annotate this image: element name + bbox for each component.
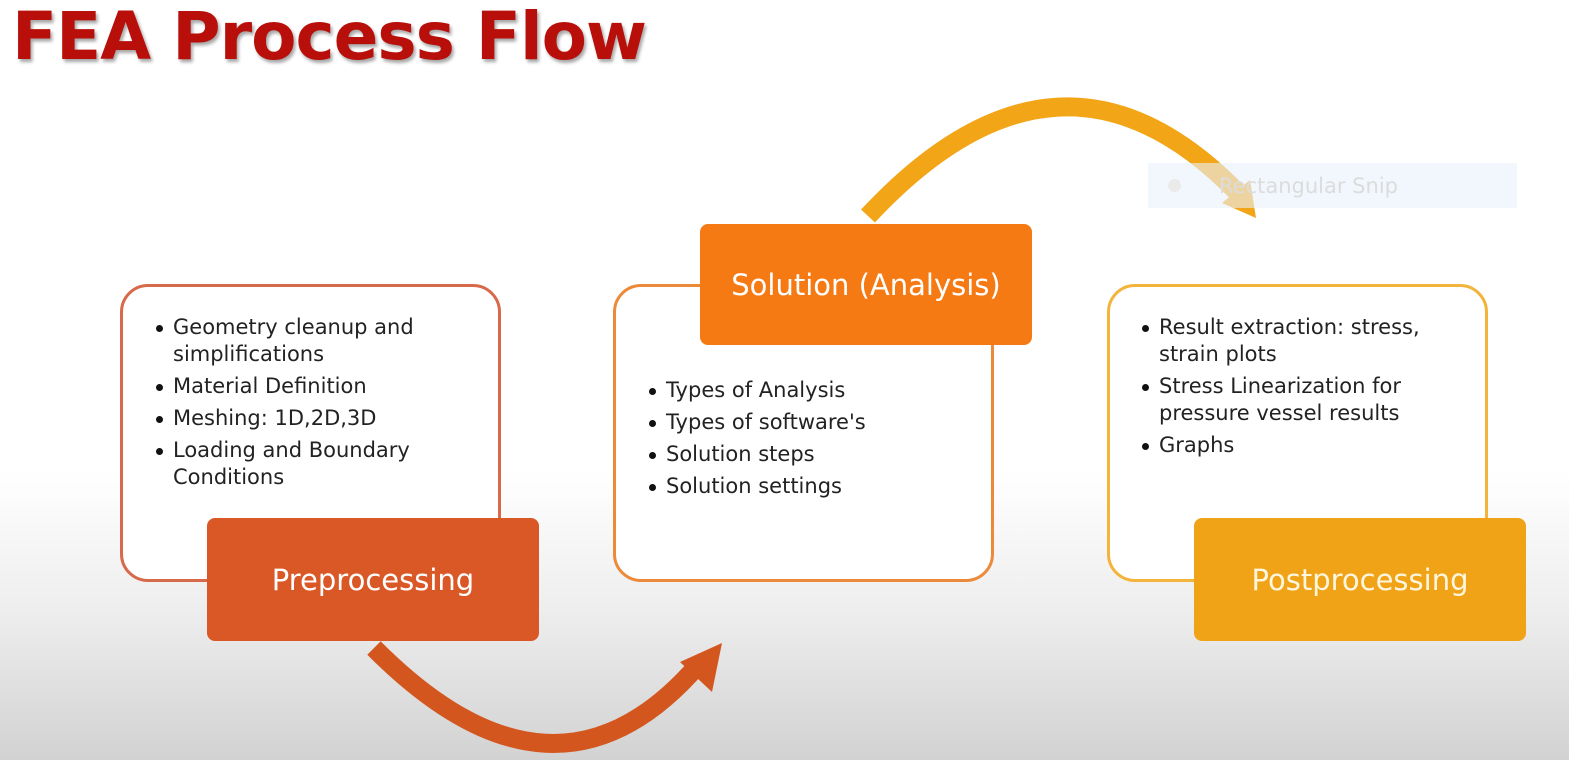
snip-label: Rectangular Snip	[1219, 173, 1398, 198]
postprocessing-bullet-list: Result extraction: stress, strain plots …	[1141, 314, 1451, 464]
solution-label: Solution (Analysis)	[731, 267, 1001, 302]
preprocessing-label: Preprocessing	[271, 562, 475, 597]
postprocessing-label: Postprocessing	[1251, 562, 1469, 597]
postprocessing-bullet: Result extraction: stress, strain plots	[1141, 314, 1451, 368]
page-title: FEA Process Flow	[12, 0, 647, 75]
rectangular-snip-overlay[interactable]: Rectangular Snip	[1148, 163, 1517, 208]
preprocessing-bullet: Geometry cleanup and simplifications	[155, 314, 455, 368]
snip-bullet-icon	[1168, 179, 1181, 192]
arrow-preprocessing-to-solution	[367, 641, 722, 753]
preprocessing-box: Preprocessing	[207, 518, 539, 641]
preprocessing-bullet: Material Definition	[155, 373, 455, 400]
solution-bullet-list: Types of Analysis Types of software's So…	[648, 377, 958, 505]
preprocessing-bullet-list: Geometry cleanup and simplifications Mat…	[155, 314, 455, 496]
postprocessing-bullet: Graphs	[1141, 432, 1451, 459]
postprocessing-bullet: Stress Linearization for pressure vessel…	[1141, 373, 1451, 427]
preprocessing-bullet: Meshing: 1D,2D,3D	[155, 405, 455, 432]
solution-bullet: Solution steps	[648, 441, 958, 468]
solution-box: Solution (Analysis)	[700, 224, 1032, 345]
solution-bullet: Solution settings	[648, 473, 958, 500]
solution-bullet: Types of Analysis	[648, 377, 958, 404]
preprocessing-bullet: Loading and Boundary Conditions	[155, 437, 455, 491]
postprocessing-box: Postprocessing	[1194, 518, 1526, 641]
solution-bullet: Types of software's	[648, 409, 958, 436]
